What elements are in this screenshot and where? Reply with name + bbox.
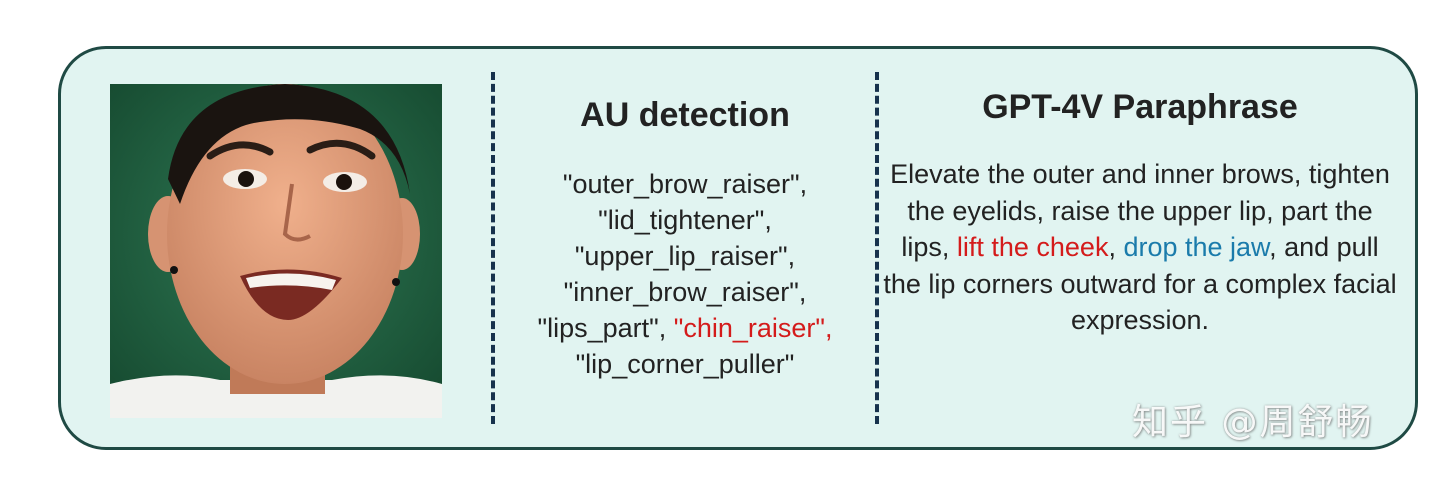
au-detection-title: AU detection — [580, 96, 790, 134]
au-item: "lid_tightener", — [598, 205, 772, 235]
au-item: "lip_corner_puller" — [575, 349, 795, 379]
paraphrase-text: Elevate the outer and inner brows, tight… — [880, 156, 1400, 339]
dashed-divider-left — [491, 72, 495, 424]
highlight-drop-jaw: drop the jaw — [1123, 232, 1270, 262]
watermark: 知乎 @周舒畅 — [1132, 402, 1374, 443]
highlight-lift-cheek: lift the cheek — [956, 232, 1109, 262]
face-photo — [110, 84, 442, 418]
paraphrase-separator: , — [1108, 232, 1124, 262]
paraphrase-text-start: Elevate the outer and inner brows, tight… — [890, 159, 1390, 262]
au-item: "outer_brow_raiser", — [562, 169, 808, 199]
face-photo-illustration — [110, 84, 442, 418]
au-item: "inner_brow_raiser", — [563, 277, 807, 307]
au-item: "upper_lip_raiser", — [574, 241, 796, 271]
gpt4v-paraphrase-title: GPT-4V Paraphrase — [982, 88, 1298, 126]
au-list: "outer_brow_raiser", "lid_tightener", "u… — [497, 166, 873, 382]
paraphrase-text-end: , and pull the lip corners outward for a… — [883, 232, 1397, 335]
au-item-lips-part: "lips_part", — [537, 313, 674, 343]
dashed-divider-right — [875, 72, 879, 424]
au-detection-panel: AU detection "outer_brow_raiser", "lid_t… — [497, 92, 873, 382]
au-item-line5: "lips_part", "chin_raiser", — [497, 310, 873, 346]
gpt4v-paraphrase-panel: GPT-4V Paraphrase Elevate the outer and … — [880, 84, 1400, 339]
au-item-chin-raiser-highlight: "chin_raiser", — [673, 313, 833, 343]
